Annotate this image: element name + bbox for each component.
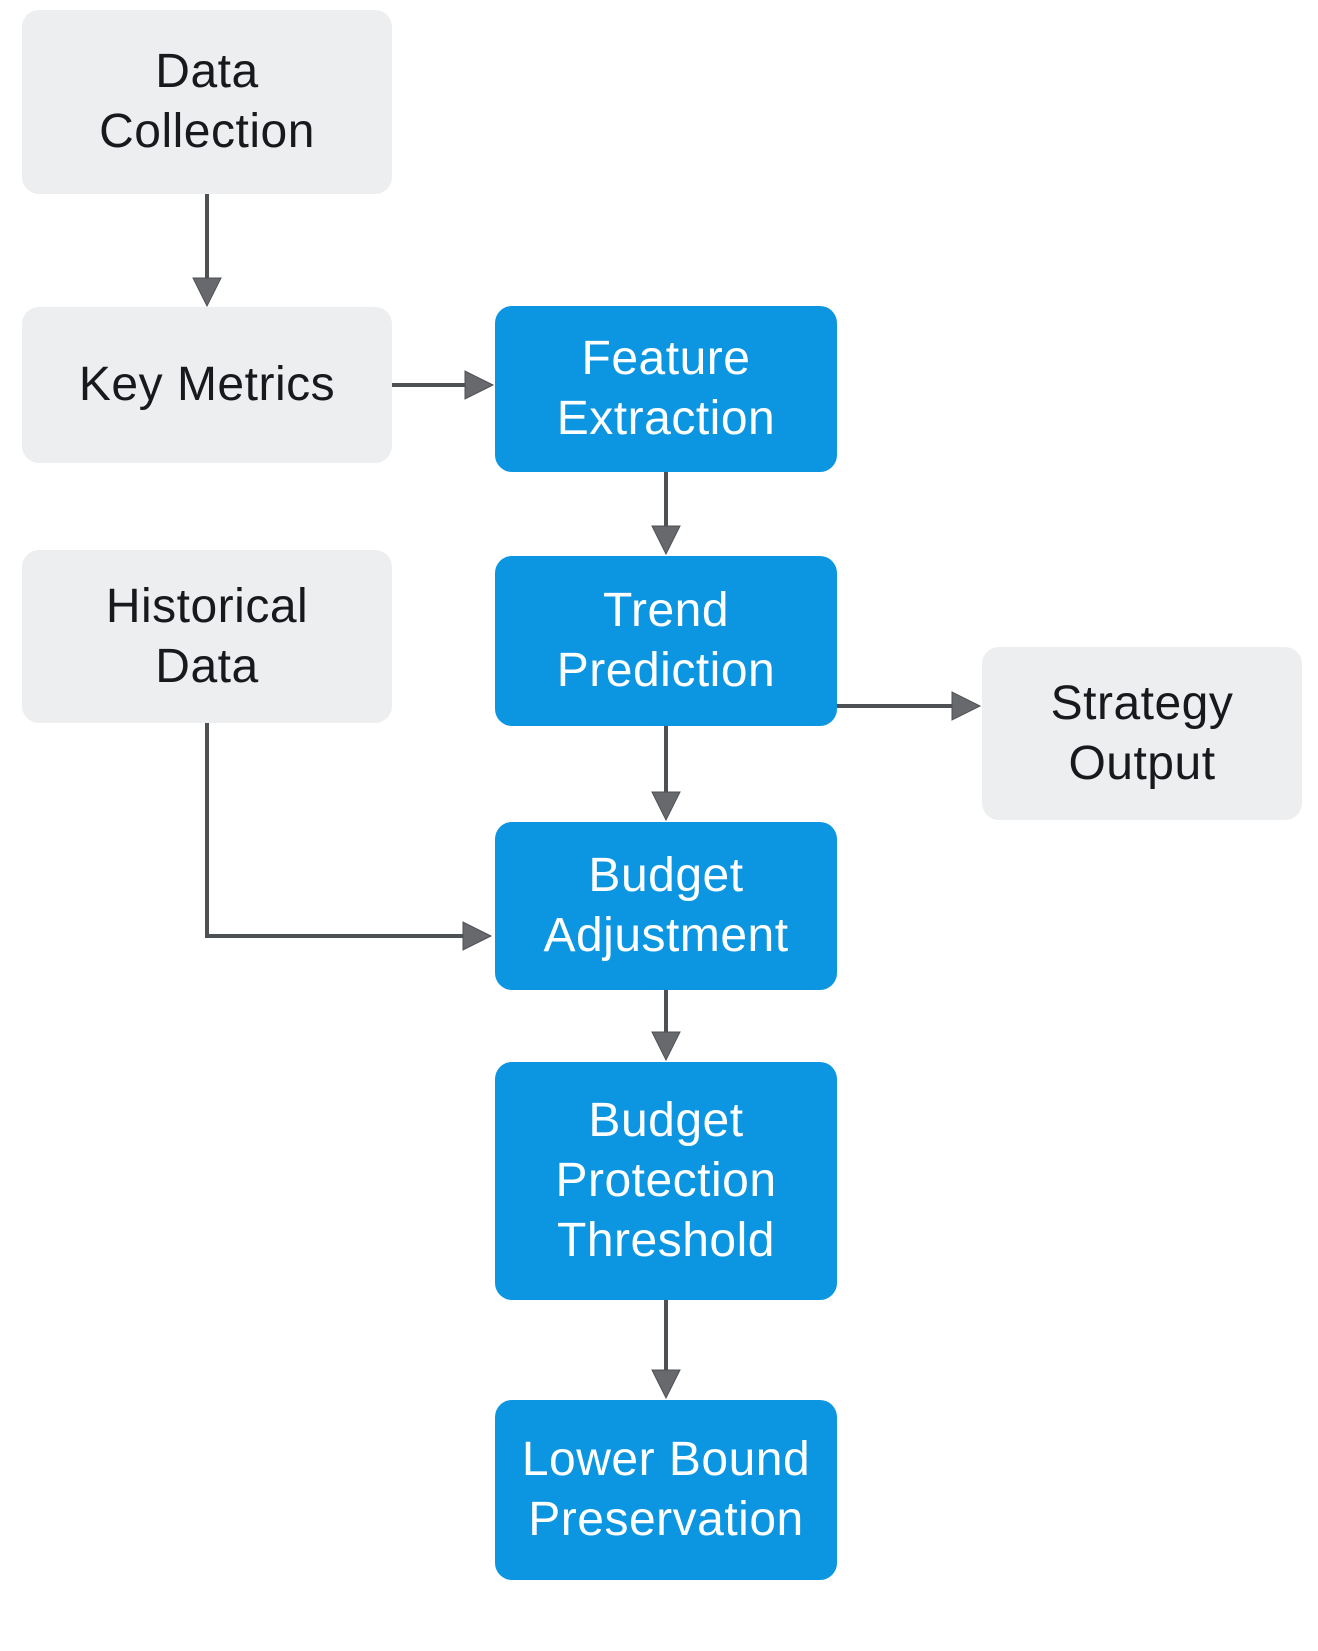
node-data-collection-label: Data Collection xyxy=(99,45,315,158)
node-budget-protection-threshold-label: Budget Protection Threshold xyxy=(555,1094,777,1267)
node-historical-data: Historical Data xyxy=(22,550,392,723)
arrow-feature-extraction-to-trend-prediction xyxy=(651,472,681,556)
arrow-historical-data-to-budget-adjustment xyxy=(205,723,493,951)
node-feature-extraction-label: Feature Extraction xyxy=(556,332,776,445)
arrow-trend-prediction-to-strategy-output xyxy=(837,691,982,721)
arrow-budget-protection-threshold-to-lower-bound-preservation xyxy=(651,1300,681,1400)
node-key-metrics: Key Metrics xyxy=(22,307,392,463)
arrow-data-collection-to-key-metrics xyxy=(192,194,222,308)
node-budget-protection-threshold: Budget Protection Threshold xyxy=(495,1062,837,1300)
node-lower-bound-preservation: Lower Bound Preservation xyxy=(495,1400,837,1580)
node-strategy-output: Strategy Output xyxy=(982,647,1302,820)
node-trend-prediction-label: Trend Prediction xyxy=(556,584,776,697)
arrow-budget-adjustment-to-budget-protection-threshold xyxy=(651,990,681,1062)
node-trend-prediction: Trend Prediction xyxy=(495,556,837,726)
node-feature-extraction: Feature Extraction xyxy=(495,306,837,472)
node-lower-bound-preservation-label: Lower Bound Preservation xyxy=(521,1433,811,1546)
node-budget-adjustment: Budget Adjustment xyxy=(495,822,837,990)
node-data-collection: Data Collection xyxy=(22,10,392,194)
node-budget-adjustment-label: Budget Adjustment xyxy=(543,849,789,962)
node-strategy-output-label: Strategy Output xyxy=(1050,676,1234,790)
arrow-trend-prediction-to-budget-adjustment xyxy=(651,726,681,822)
node-historical-data-label: Historical Data xyxy=(105,579,309,693)
arrow-key-metrics-to-feature-extraction xyxy=(392,370,495,400)
node-key-metrics-label: Key Metrics xyxy=(78,358,336,411)
